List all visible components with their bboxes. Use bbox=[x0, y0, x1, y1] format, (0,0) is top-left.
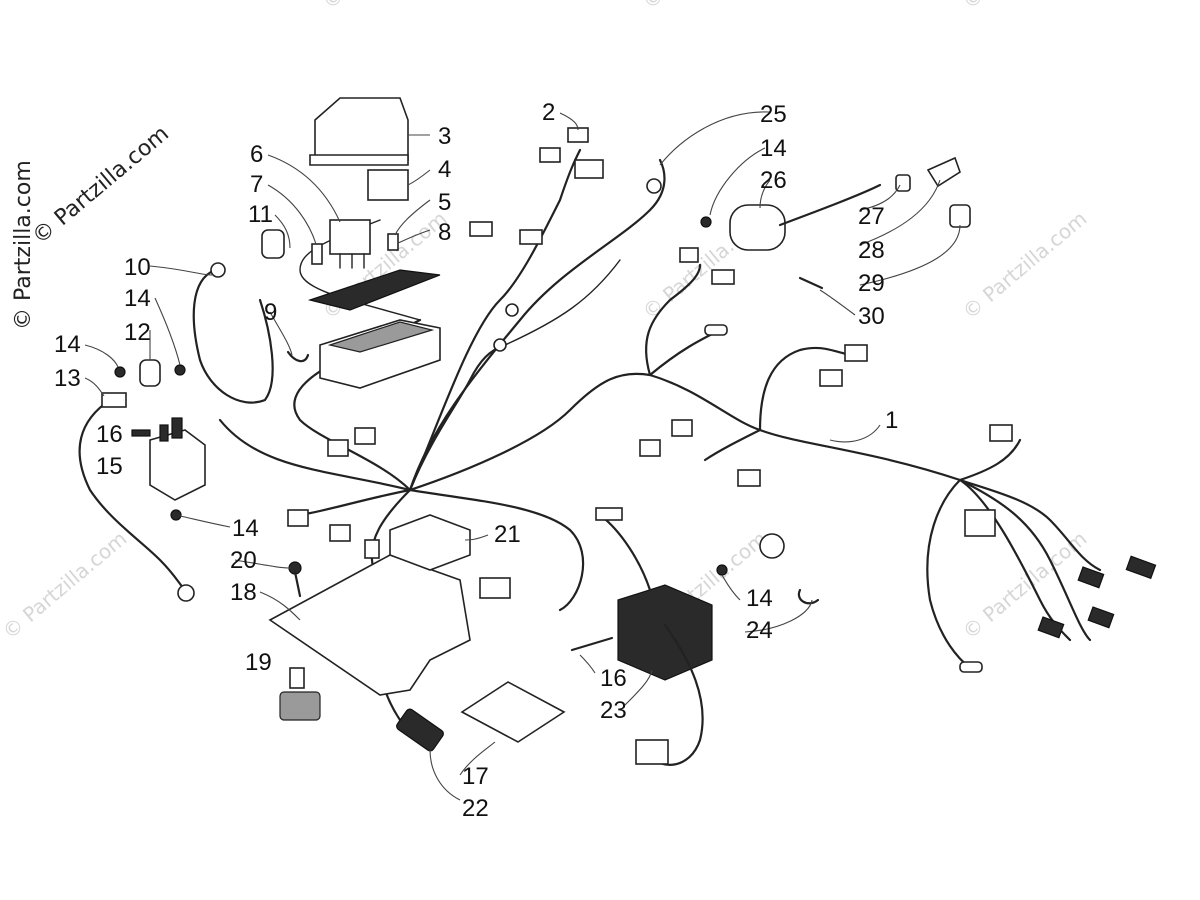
relay-6 bbox=[329, 219, 371, 269]
callout-22: 22 bbox=[462, 795, 489, 822]
solenoid-15 bbox=[149, 417, 206, 501]
callout-24: 24 bbox=[746, 617, 773, 644]
callout-15: 15 bbox=[96, 453, 123, 480]
callout-14: 14 bbox=[760, 135, 787, 162]
boot-11 bbox=[261, 229, 285, 259]
watermark-faint: © Partzilla.com bbox=[0, 526, 131, 644]
callout-14: 14 bbox=[746, 585, 773, 612]
callout-11: 11 bbox=[248, 201, 273, 228]
screw-30 bbox=[798, 276, 824, 290]
callout-16: 16 bbox=[96, 421, 123, 448]
screw-20 bbox=[288, 561, 302, 598]
callout-7: 7 bbox=[250, 171, 263, 198]
battery-cables bbox=[78, 178, 662, 602]
callout-14: 14 bbox=[54, 331, 81, 358]
ring-terminal bbox=[646, 178, 662, 194]
fuse-8 bbox=[387, 233, 399, 251]
relay-4 bbox=[367, 169, 409, 201]
callout-27: 27 bbox=[858, 203, 885, 230]
boot-12 bbox=[139, 359, 161, 387]
callout-8: 8 bbox=[438, 219, 451, 246]
callout-10: 10 bbox=[124, 254, 151, 281]
callout-12: 12 bbox=[124, 319, 151, 346]
callout-30: 30 bbox=[858, 303, 885, 330]
fuse-block-9 bbox=[319, 319, 441, 389]
callout-25: 25 bbox=[760, 101, 787, 128]
callout-16: 16 bbox=[600, 665, 627, 692]
leader-lines bbox=[84, 111, 961, 801]
bracket-13 bbox=[101, 392, 127, 408]
callout-14: 14 bbox=[124, 285, 151, 312]
cdi-21 bbox=[389, 514, 471, 571]
watermark-faint: © Partzilla.com bbox=[638, 0, 772, 14]
callout-5: 5 bbox=[438, 189, 451, 216]
callout-17: 17 bbox=[462, 763, 489, 790]
callout-labels: 1 2 3 4 5 6 7 8 9 10 11 12 13 14 14 14 1… bbox=[54, 99, 898, 822]
callout-9: 9 bbox=[264, 299, 277, 326]
indicator-light bbox=[759, 533, 785, 559]
callout-13: 13 bbox=[54, 365, 81, 392]
callout-6: 6 bbox=[250, 141, 263, 168]
grommet-19 bbox=[279, 667, 321, 721]
cap-29 bbox=[949, 204, 971, 228]
pad-17 bbox=[460, 681, 566, 743]
callout-21: 21 bbox=[494, 521, 521, 548]
watermark-faint: © Partzilla.com bbox=[318, 0, 452, 14]
clip-9 bbox=[286, 350, 310, 363]
watermark-faint: © Partzilla.com bbox=[958, 206, 1092, 324]
screw-16b bbox=[570, 636, 614, 652]
watermark-faint: © Partzilla.com bbox=[958, 0, 1092, 14]
watermark-diagonal: © Partzilla.com bbox=[28, 121, 174, 249]
ring-terminal bbox=[177, 584, 195, 602]
callout-1: 1 bbox=[885, 407, 898, 434]
callout-28: 28 bbox=[858, 237, 885, 264]
callout-26: 26 bbox=[760, 167, 787, 194]
watermark-vertical: © Partzilla.com bbox=[11, 160, 36, 330]
callout-19: 19 bbox=[245, 649, 272, 676]
ring-terminal bbox=[505, 303, 519, 317]
regulator-23 bbox=[595, 507, 713, 766]
callout-14: 14 bbox=[232, 515, 259, 542]
sensor-22 bbox=[396, 708, 444, 752]
ignition-coil-26 bbox=[729, 183, 882, 251]
fuse-box-cover bbox=[309, 97, 409, 166]
boot-28 bbox=[926, 156, 961, 188]
callout-18: 18 bbox=[230, 579, 257, 606]
fuse-7 bbox=[311, 243, 323, 265]
ring-terminal bbox=[493, 338, 507, 352]
callout-23: 23 bbox=[600, 697, 627, 724]
callout-4: 4 bbox=[438, 156, 451, 183]
screw-16 bbox=[131, 429, 151, 437]
fuse-board bbox=[307, 269, 441, 311]
nuts bbox=[114, 216, 728, 576]
callout-2: 2 bbox=[542, 99, 555, 126]
callout-20: 20 bbox=[230, 547, 257, 574]
callout-3: 3 bbox=[438, 123, 451, 150]
callout-29: 29 bbox=[858, 270, 885, 297]
connectors bbox=[287, 127, 1157, 673]
ring-terminal bbox=[210, 262, 226, 278]
clip-24 bbox=[797, 588, 820, 605]
